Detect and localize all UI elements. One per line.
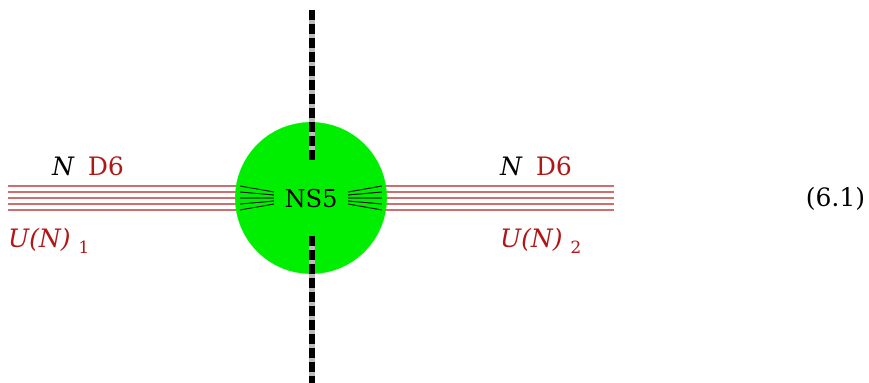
right-count-symbol: N xyxy=(499,152,523,181)
right-top-label: N D6 xyxy=(499,152,572,181)
left-group-subscript: 1 xyxy=(78,238,89,258)
equation-number: (6.1) xyxy=(806,183,865,212)
left-group-label: U(N) 1 xyxy=(8,224,89,258)
left-ns5-fan xyxy=(239,185,275,211)
ns5-label: NS5 xyxy=(285,185,338,213)
left-count-symbol: N xyxy=(51,152,75,181)
left-d6-stack xyxy=(8,185,242,211)
ns5-disk xyxy=(235,122,387,274)
left-group: U(N) xyxy=(8,224,70,253)
left-brane-name: D6 xyxy=(88,152,124,181)
right-group-label: U(N) 2 xyxy=(500,224,581,258)
right-group: U(N) xyxy=(500,224,562,253)
right-group-subscript: 2 xyxy=(570,238,581,258)
right-brane-name: D6 xyxy=(536,152,572,181)
right-d6-stack xyxy=(380,185,614,211)
right-ns5-fan xyxy=(347,185,383,211)
left-top-label: N D6 xyxy=(51,152,124,181)
